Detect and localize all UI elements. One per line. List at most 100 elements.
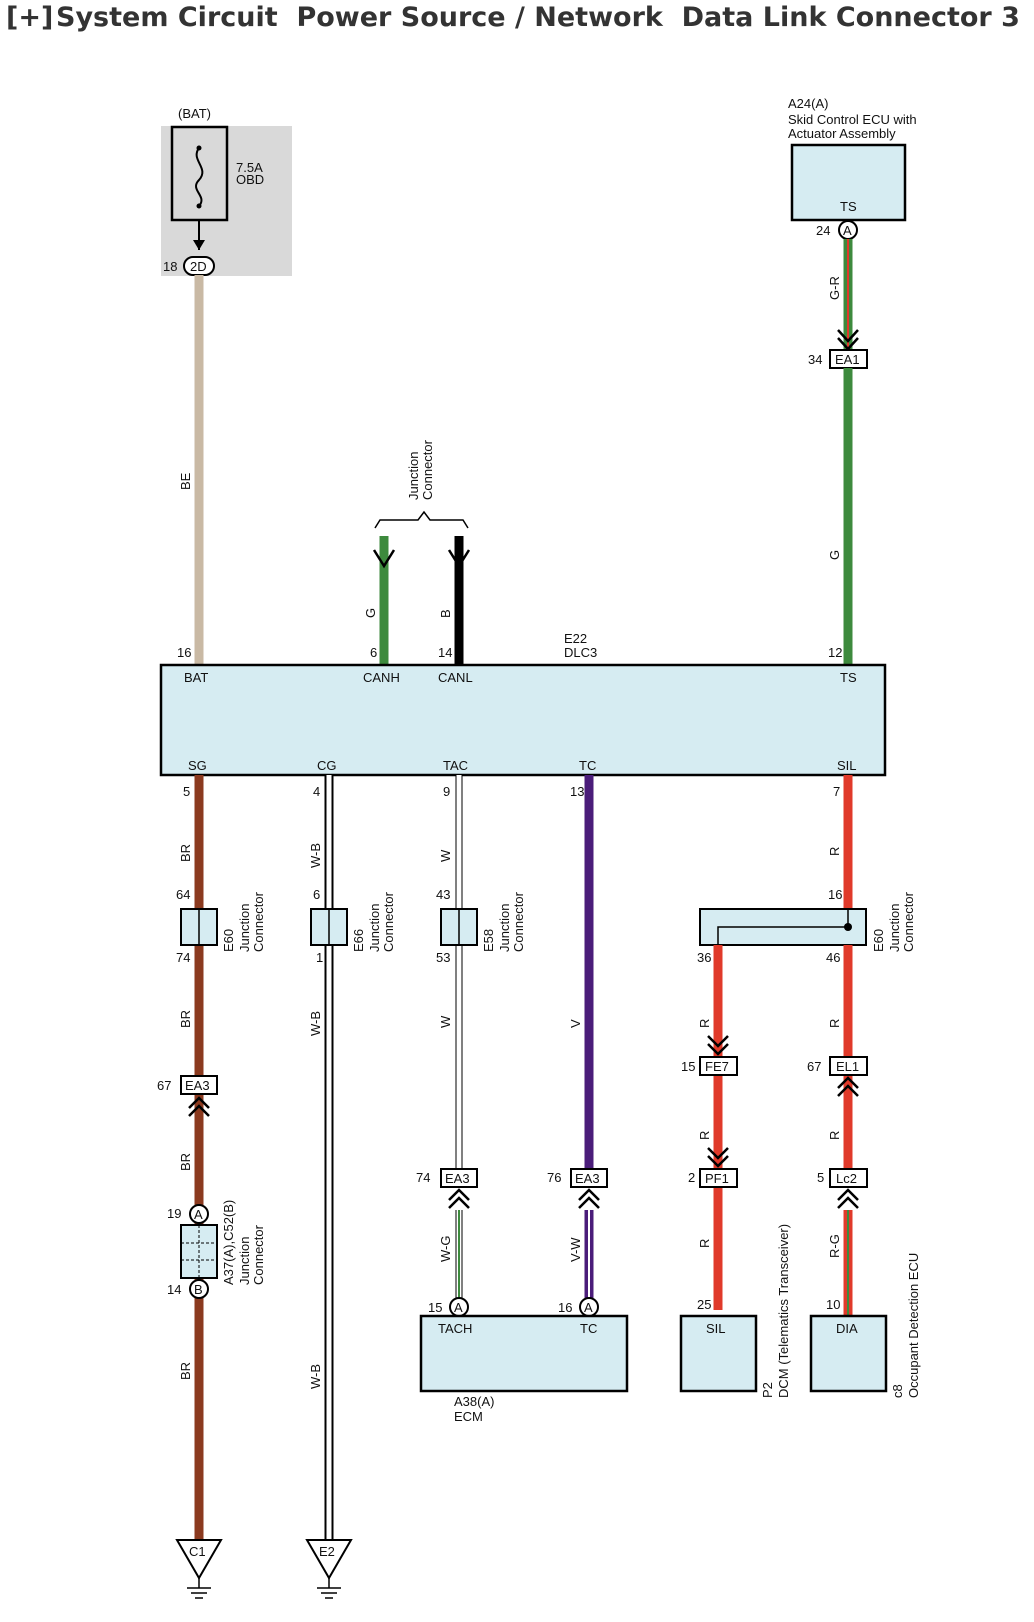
svg-text:EA3: EA3 (445, 1171, 470, 1186)
svg-text:E60: E60 (871, 929, 886, 952)
ecm-code: A38(A) (454, 1394, 494, 1409)
svg-text:B: B (194, 1282, 203, 1297)
dlc-top-pin-number: 14 (438, 645, 452, 660)
chevron-down-icon (372, 549, 396, 569)
dcm-name: DCM (Telematics Transceiver) (776, 1224, 791, 1398)
svg-text:76: 76 (547, 1170, 561, 1185)
dlc-top-pin-number: 6 (370, 645, 377, 660)
wire-label-v-w: V-W (568, 1237, 583, 1262)
chevron-up-icon (837, 1076, 859, 1089)
svg-text:Connector: Connector (381, 891, 396, 952)
skid-ecu-name-line2: Actuator Assembly (788, 126, 896, 141)
ground-e2-icon (305, 1539, 353, 1580)
svg-text:43: 43 (436, 887, 450, 902)
wire-label-w: W (438, 849, 453, 862)
svg-text:15: 15 (681, 1059, 695, 1074)
svg-text:16: 16 (828, 887, 842, 902)
chevron-down-icon (707, 1035, 729, 1048)
wire-label-r-g: R-G (827, 1234, 842, 1258)
svg-text:E58: E58 (481, 929, 496, 952)
wire-label-br: BR (178, 1153, 193, 1171)
ecm-box (419, 1314, 629, 1393)
svg-text:64: 64 (176, 887, 190, 902)
connector-el1 (829, 1056, 868, 1076)
fuse-rating: 7.5A (236, 160, 263, 175)
connector-ea3-tach (440, 1168, 478, 1188)
occupant-code: c8 (890, 1384, 905, 1398)
junction-top-label-2: Connector (420, 439, 435, 500)
svg-text:E66: E66 (351, 929, 366, 952)
svg-text:36: 36 (697, 950, 711, 965)
svg-text:15: 15 (428, 1300, 442, 1315)
svg-text:14: 14 (167, 1282, 181, 1297)
wire-label-w: W (438, 1015, 453, 1028)
svg-text:A: A (454, 1300, 463, 1315)
svg-text:5: 5 (183, 784, 190, 799)
page-title: System Circuit Power Source / Network Da… (56, 2, 1020, 33)
ground-c1-icon (175, 1539, 223, 1580)
svg-text:SIL: SIL (706, 1321, 726, 1336)
wire-label-wb: W-B (308, 1364, 323, 1389)
chevron-up-icon (188, 1096, 210, 1109)
svg-text:53: 53 (436, 950, 450, 965)
svg-text:1: 1 (316, 950, 323, 965)
svg-text:E60: E60 (221, 929, 236, 952)
svg-text:C1: C1 (189, 1544, 206, 1559)
svg-text:Junction: Junction (887, 904, 902, 952)
dlc-top-pin-label: BAT (184, 670, 208, 685)
svg-text:Junction: Junction (497, 904, 512, 952)
svg-text:A37(A),C52(B): A37(A),C52(B) (221, 1200, 236, 1285)
wire-label-g-canh: G (363, 608, 378, 618)
svg-text:Connector: Connector (251, 891, 266, 952)
expand-toggle-button[interactable]: [+] (6, 2, 54, 33)
svg-text:74: 74 (416, 1170, 430, 1185)
header-bar: [+] System Circuit Power Source / Networ… (0, 0, 1034, 40)
svg-text:TACH: TACH (438, 1321, 472, 1336)
chevron-up-icon (837, 1188, 859, 1201)
connector-lc2 (829, 1168, 868, 1188)
ea1-pin-number: 34 (808, 352, 822, 367)
dlc-bottom-pin-label: TC (579, 758, 596, 773)
bat-source-label: (BAT) (178, 106, 211, 121)
dlc-code: E22 (564, 631, 587, 646)
svg-text:10: 10 (826, 1297, 840, 1312)
svg-text:EA3: EA3 (185, 1078, 210, 1093)
arrow-down-icon (193, 240, 205, 250)
svg-text:4: 4 (313, 784, 320, 799)
svg-text:7: 7 (833, 784, 840, 799)
svg-text:67: 67 (157, 1078, 171, 1093)
wire-label-b: B (438, 609, 453, 618)
dlc-top-pin-label: TS (840, 670, 857, 685)
svg-text:16: 16 (558, 1300, 572, 1315)
dlc-top-pin-label: CANL (438, 670, 473, 685)
svg-text:EL1: EL1 (836, 1059, 859, 1074)
wire-label-r: R (827, 847, 842, 856)
skid-ecu-pin-label: TS (840, 199, 857, 214)
wire-label-v: V (568, 1019, 583, 1028)
fuse-pin-number: 18 (163, 259, 177, 274)
svg-text:E2: E2 (319, 1544, 335, 1559)
svg-text:9: 9 (443, 784, 450, 799)
dlc-top-pin-label: CANH (363, 670, 400, 685)
svg-text:25: 25 (697, 1297, 711, 1312)
dlc-bottom-pin-label: TAC (443, 758, 468, 773)
svg-text:A: A (584, 1300, 593, 1315)
skid-ecu-name-line1: Skid Control ECU with (788, 112, 917, 127)
occupant-name: Occupant Detection ECU (906, 1253, 921, 1398)
wire-label-w-g: W-G (438, 1236, 453, 1262)
svg-text:Connector: Connector (251, 1224, 266, 1285)
svg-text:PF1: PF1 (705, 1171, 729, 1186)
skid-ecu-pin-number: 24 (816, 223, 830, 238)
svg-text:Connector: Connector (511, 891, 526, 952)
svg-text:Connector: Connector (901, 891, 916, 952)
skid-ecu-code: A24(A) (788, 96, 828, 111)
connector-2d-label: 2D (190, 259, 207, 274)
dlc-bottom-pin-label: CG (317, 758, 337, 773)
chevron-down-icon (447, 549, 471, 569)
connector-chevron-icon (837, 329, 859, 343)
skid-control-ecu-box (790, 143, 907, 222)
svg-text:67: 67 (807, 1059, 821, 1074)
connector-ea1-label: EA1 (835, 352, 860, 367)
dlc-name: DLC3 (564, 645, 597, 660)
fuse-name: OBD (236, 172, 264, 187)
